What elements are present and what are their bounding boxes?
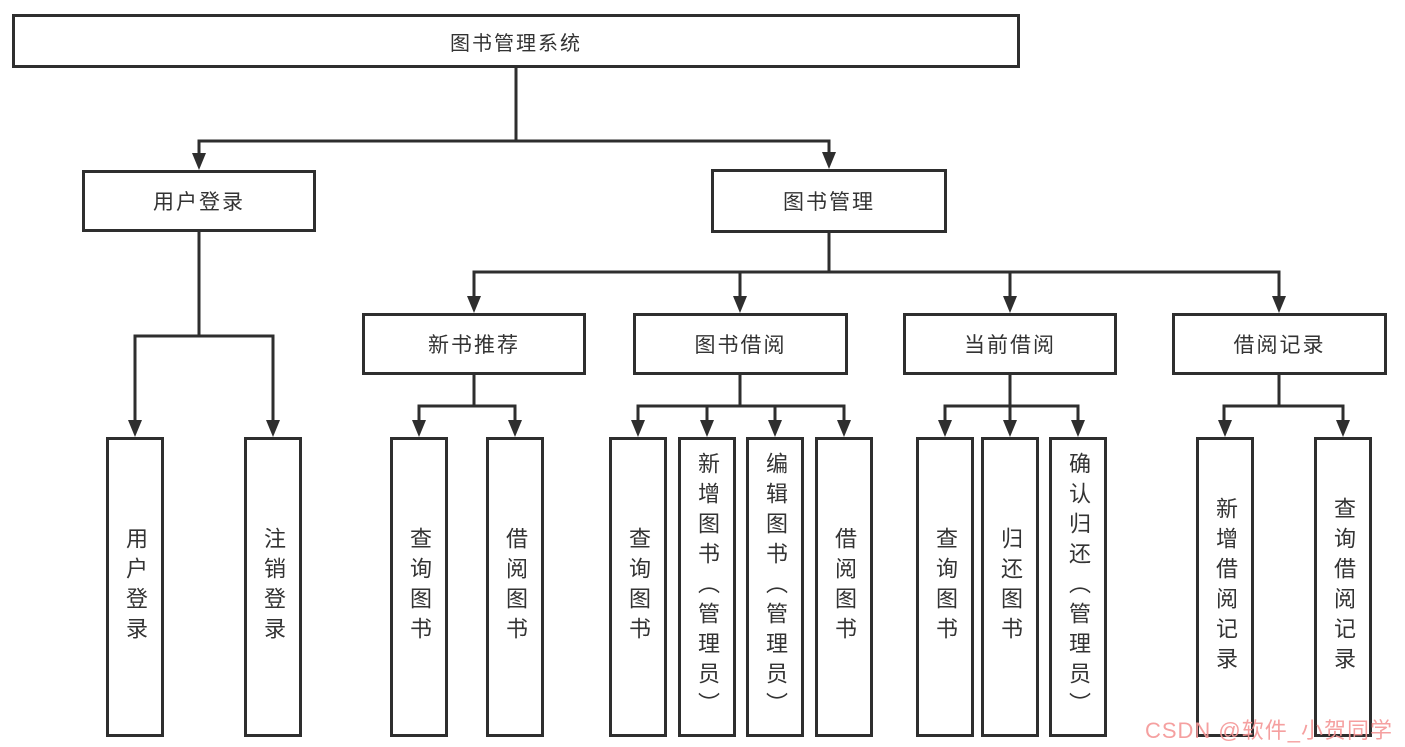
leaf-query-books-recommend-label: 查询图书 bbox=[407, 527, 432, 647]
leaf-logout-label: 注销登录 bbox=[261, 527, 286, 647]
leaf-add-borrow-record: 新增借阅记录 bbox=[1196, 437, 1254, 737]
leaf-query-borrow-record: 查询借阅记录 bbox=[1314, 437, 1372, 737]
node-current-borrowing: 当前借阅 bbox=[903, 313, 1117, 375]
leaf-confirm-return-admin: 确认归还（管理员） bbox=[1049, 437, 1107, 737]
arrowheads bbox=[128, 152, 1350, 437]
leaf-add-borrow-record-label: 新增借阅记录 bbox=[1213, 497, 1238, 677]
leaf-user-login-label: 用户登录 bbox=[123, 527, 148, 647]
node-root: 图书管理系统 bbox=[12, 14, 1020, 68]
edge-bookmgmt-to-level3 bbox=[472, 233, 1281, 300]
edge-root-to-level2 bbox=[197, 68, 831, 156]
node-borrowing-records-label: 借阅记录 bbox=[1233, 334, 1326, 357]
leaf-borrow-books-borrowing-label: 借阅图书 bbox=[832, 527, 857, 647]
node-root-label: 图书管理系统 bbox=[450, 32, 582, 55]
node-new-book-recommend-label: 新书推荐 bbox=[428, 334, 520, 357]
leaf-return-book-label: 归还图书 bbox=[998, 527, 1023, 647]
leaf-add-book-admin-label: 新增图书（管理员） bbox=[695, 452, 720, 722]
leaf-confirm-return-admin-label: 确认归还（管理员） bbox=[1066, 452, 1091, 722]
node-book-borrowing-label: 图书借阅 bbox=[694, 334, 787, 357]
edge-borrowing-to-leaves bbox=[636, 375, 846, 424]
leaf-return-book: 归还图书 bbox=[981, 437, 1039, 737]
node-new-book-recommend: 新书推荐 bbox=[362, 313, 586, 375]
leaf-logout: 注销登录 bbox=[244, 437, 302, 737]
node-book-management: 图书管理 bbox=[711, 169, 947, 233]
leaf-query-books-recommend: 查询图书 bbox=[390, 437, 448, 737]
leaf-borrow-books-recommend-label: 借阅图书 bbox=[503, 527, 528, 647]
edge-userlogin-to-leaves bbox=[133, 232, 275, 424]
node-user-login: 用户登录 bbox=[82, 170, 316, 232]
csdn-watermark: CSDN @软件_小贺同学 bbox=[1144, 718, 1393, 743]
edge-current-to-leaves bbox=[943, 375, 1080, 424]
leaf-edit-book-admin: 编辑图书（管理员） bbox=[746, 437, 804, 737]
edge-records-to-leaves bbox=[1222, 375, 1345, 424]
leaf-borrow-books-borrowing: 借阅图书 bbox=[815, 437, 873, 737]
node-borrowing-records: 借阅记录 bbox=[1172, 313, 1387, 375]
leaf-borrow-books-recommend: 借阅图书 bbox=[486, 437, 544, 737]
leaf-add-book-admin: 新增图书（管理员） bbox=[678, 437, 736, 737]
leaf-query-books-borrowing: 查询图书 bbox=[609, 437, 667, 737]
leaf-query-books-borrowing-label: 查询图书 bbox=[626, 527, 651, 647]
node-user-login-label: 用户登录 bbox=[153, 191, 245, 214]
leaf-query-books-current: 查询图书 bbox=[916, 437, 974, 737]
leaf-edit-book-admin-label: 编辑图书（管理员） bbox=[763, 452, 788, 722]
leaf-query-borrow-record-label: 查询借阅记录 bbox=[1331, 497, 1356, 677]
edge-recommend-to-leaves bbox=[417, 375, 517, 424]
node-book-management-label: 图书管理 bbox=[783, 191, 875, 214]
node-current-borrowing-label: 当前借阅 bbox=[964, 334, 1056, 357]
leaf-query-books-current-label: 查询图书 bbox=[933, 527, 958, 647]
leaf-user-login: 用户登录 bbox=[106, 437, 164, 737]
node-book-borrowing: 图书借阅 bbox=[633, 313, 848, 375]
